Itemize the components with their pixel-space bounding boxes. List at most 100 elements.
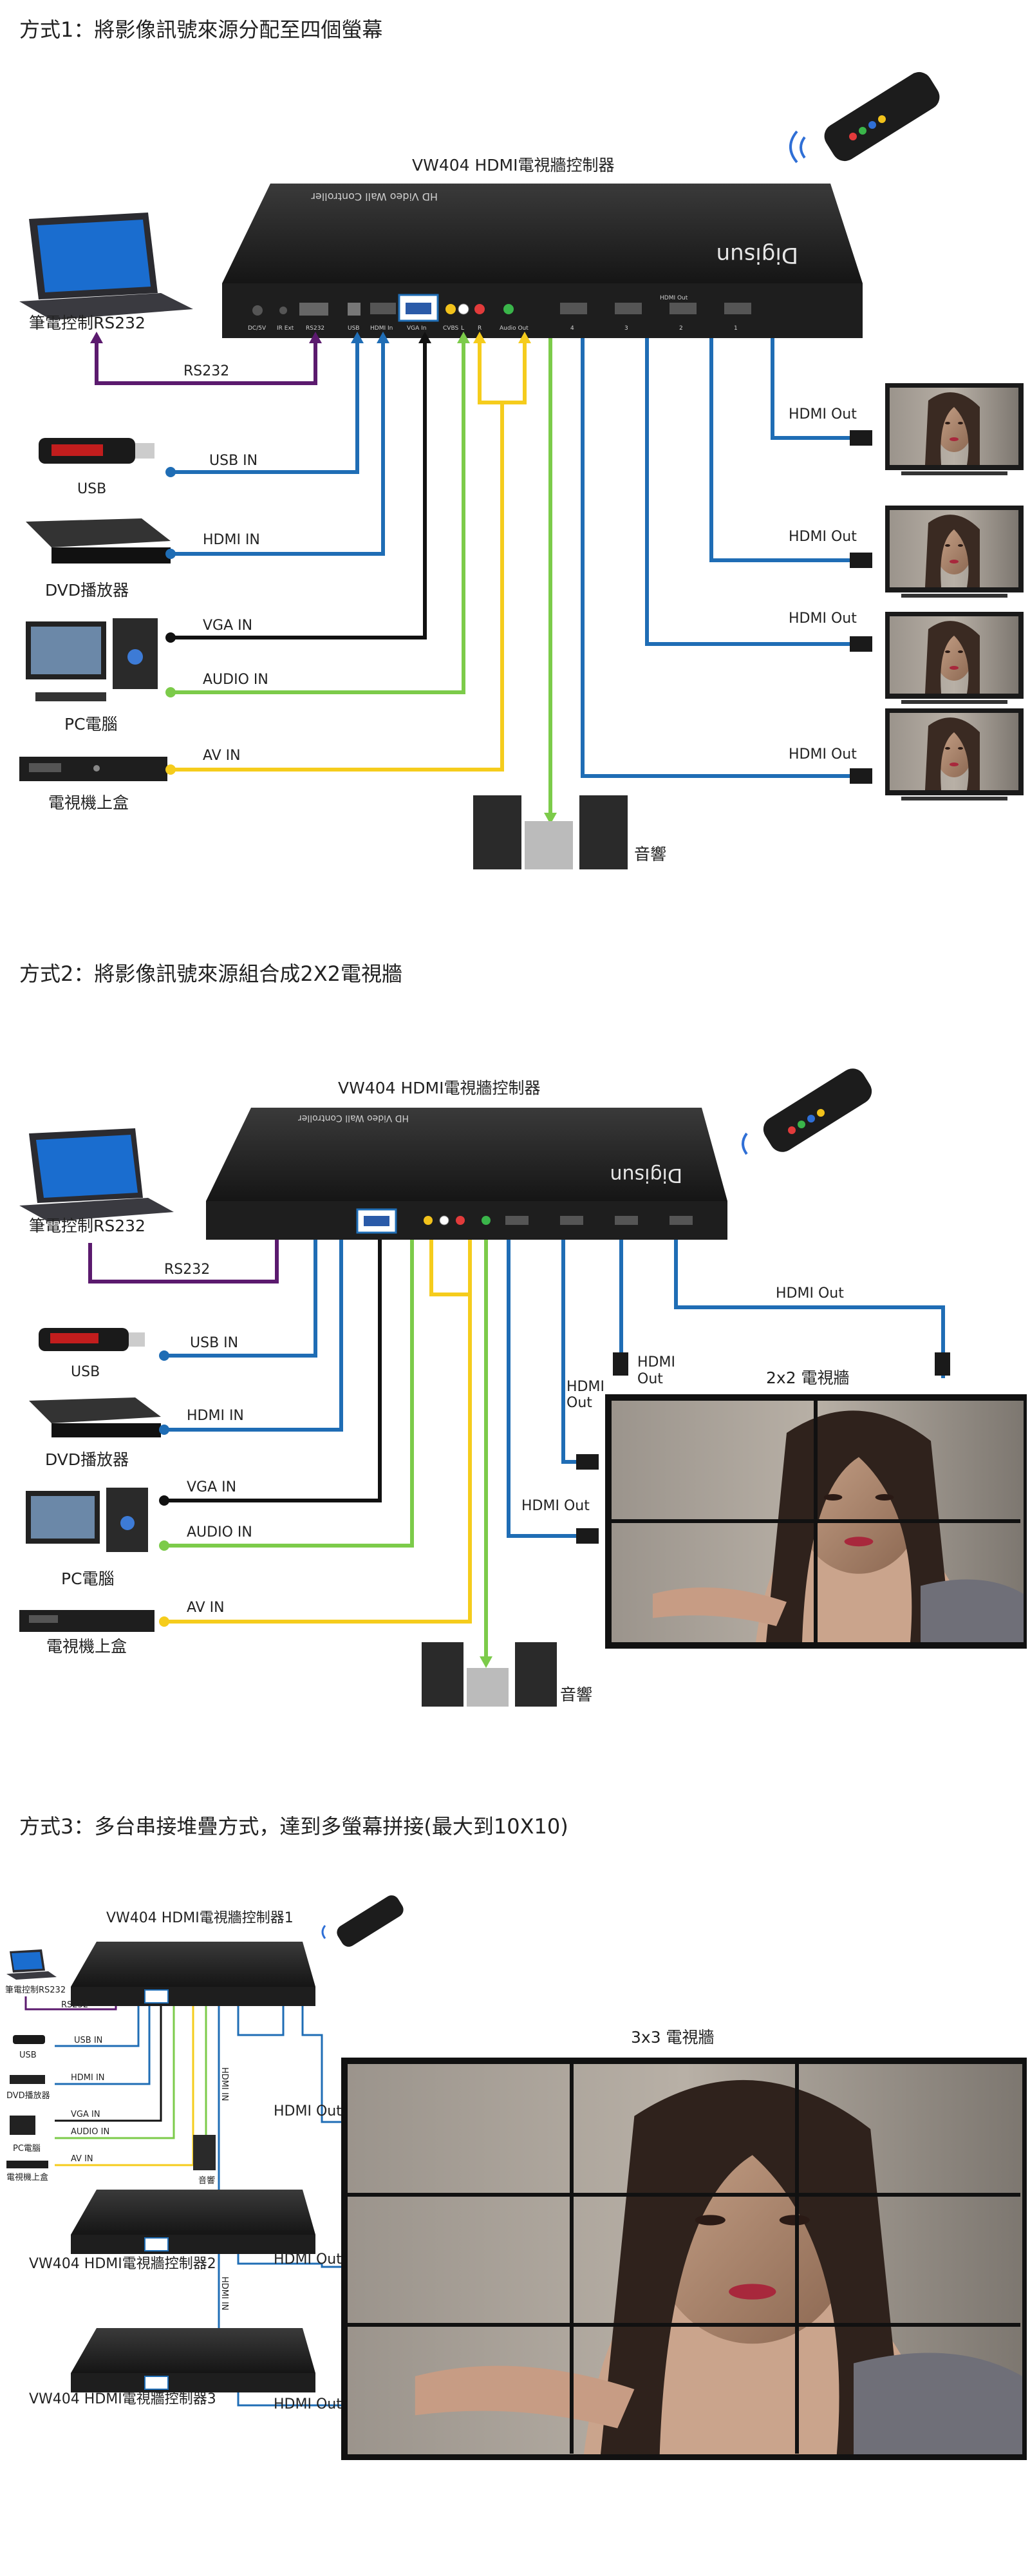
wire-hdmi-in — [171, 338, 385, 556]
s2-wall-label: 2x2 電視牆 — [766, 1368, 850, 1387]
s2-source-stb-label: 電視機上盒 — [46, 1637, 127, 1656]
s3-source-pc-label: PC電腦 — [13, 2144, 41, 2154]
s3-signal-av: AV IN — [71, 2154, 93, 2164]
vw404-controller-device-2: HD Video Wall Controller Digisun — [206, 1108, 727, 1240]
usb-stick-icon — [39, 438, 154, 464]
hdmi-out-label-1: HDMI Out — [789, 406, 857, 422]
s2-hdmi-out-label-3b: Out — [566, 1395, 592, 1411]
s2-source-usb-label: USB — [71, 1364, 100, 1380]
usb-stick-icon-2 — [39, 1328, 145, 1351]
hdmi-out-label-3: HDMI Out — [789, 611, 857, 627]
s2-source-pc-label: PC電腦 — [61, 1569, 115, 1588]
port-label-out3: 3 — [624, 325, 628, 332]
signal-vga-label: VGA IN — [203, 618, 252, 634]
s2-wire-hdmi-in — [164, 1240, 343, 1432]
port-label-hdmi-out: HDMI Out — [660, 295, 688, 301]
signal-rs232-label: RS232 — [183, 363, 229, 379]
remote-control-icon-3 — [321, 1895, 404, 1947]
s3-source-stb-label: 電視機上盒 — [6, 2172, 48, 2183]
s2-wire-out-1 — [674, 1240, 945, 1378]
s2-hdmi-out-label-1: HDMI Out — [776, 1285, 844, 1302]
video-wall-2x2 — [605, 1394, 1027, 1649]
s3-wire-out-2 — [237, 2254, 341, 2268]
vw404-controller-device-3b — [71, 2190, 315, 2254]
port-label-out1: 1 — [734, 325, 738, 332]
remote-control-icon — [789, 71, 940, 164]
s2-hdmi-out-label-2b: Out — [637, 1371, 663, 1387]
port-label-out4: 4 — [570, 325, 574, 332]
wire-av — [171, 338, 527, 772]
s3-pc-icon — [10, 2116, 35, 2135]
s2-signal-hdmi-in-label: HDMI IN — [187, 1408, 244, 1424]
wire-out-4 — [581, 338, 863, 778]
s3-wire-usb — [55, 2006, 140, 2047]
port-label-out2: 2 — [679, 325, 683, 332]
speaker-system-icon-2 — [422, 1642, 557, 1707]
tv-monitor-1 — [885, 383, 1024, 475]
wire-audio — [171, 338, 465, 694]
signal-hdmi-in-label: HDMI IN — [203, 532, 260, 548]
port-label-usb: USB — [348, 325, 359, 332]
s2-signal-rs232-label: RS232 — [164, 1262, 210, 1278]
s3-wire-audio — [55, 2006, 175, 2139]
port-label-vga-in: VGA In — [407, 325, 427, 332]
port-label-cvbs: CVBS — [443, 325, 458, 332]
s3-signal-vga: VGA IN — [71, 2110, 100, 2119]
laptop-icon — [19, 213, 193, 320]
brand-logo: Digisun — [716, 242, 798, 268]
s3-source-usb-label: USB — [19, 2050, 37, 2060]
port-label-l: L — [461, 325, 464, 332]
port-label-irext: IR Ext — [277, 325, 294, 332]
s2-wire-out-4 — [507, 1240, 595, 1538]
source-pc-label: PC電腦 — [64, 715, 118, 734]
s2-hdmi-out-label-3a: HDMI — [566, 1379, 604, 1395]
s2-source-dvd-label: DVD播放器 — [45, 1450, 129, 1469]
s2-signal-usb-label: USB IN — [190, 1335, 238, 1351]
s3-signal-audio: AUDIO IN — [71, 2127, 109, 2137]
s3-wire-rs232 — [24, 1996, 117, 2011]
s3-hdmi-in-label-1: HDMI IN — [220, 2067, 229, 2101]
s3-source-dvd-label: DVD播放器 — [6, 2091, 50, 2101]
port-label-dc5v: DC/5V — [248, 325, 267, 332]
s3-wire-hdmi-in — [55, 2006, 151, 2085]
s2-signal-vga-label: VGA IN — [187, 1479, 236, 1495]
section1-controller-label: VW404 HDMI電視牆控制器 — [412, 156, 614, 175]
tv-monitor-3 — [885, 612, 1024, 704]
vw404-controller-device: HD Video Wall Controller Digisun DC/5V I… — [222, 184, 863, 338]
dvd-player-icon-2 — [29, 1397, 161, 1437]
s3-controller-1-label: VW404 HDMI電視牆控制器1 — [106, 1910, 294, 1926]
s3-wire-vga — [55, 2006, 162, 2122]
brand-logo-2: Digisun — [610, 1164, 682, 1186]
set-top-box-icon-2 — [19, 1610, 154, 1632]
pc-computer-icon — [26, 618, 158, 701]
pc-computer-icon-2 — [26, 1488, 148, 1552]
s3-hdmi-out-label-3: HDMI Out — [274, 2396, 342, 2412]
s2-speaker-label: 音響 — [560, 1685, 592, 1704]
s2-signal-audio-label: AUDIO IN — [187, 1524, 252, 1540]
port-label-audio-out: Audio Out — [500, 325, 529, 332]
tv-monitor-2 — [885, 506, 1024, 598]
section2-controller-label: VW404 HDMI電視牆控制器 — [338, 1079, 540, 1097]
wire-out-1 — [771, 338, 863, 440]
s3-hdmi-out-label-2: HDMI Out — [274, 2251, 342, 2268]
hdmi-out-label-4: HDMI Out — [789, 746, 857, 762]
s2-wire-vga — [164, 1240, 382, 1502]
s3-controller-2-label: VW404 HDMI電視牆控制器2 — [29, 2256, 216, 2272]
section3-title: 方式3：多台串接堆疊方式，達到多螢幕拼接(最大到10X10) — [19, 1814, 568, 1839]
s3-source-laptop-label: 筆電控制RS232 — [5, 1985, 66, 1995]
section1-title: 方式1：將影像訊號來源分配至四個螢幕 — [19, 17, 382, 42]
set-top-box-icon — [19, 757, 167, 781]
s3-hdmi-in-label-2: HDMI IN — [220, 2277, 229, 2311]
port-label-hdmi-in: HDMI In — [370, 325, 393, 332]
dvd-player-icon — [26, 518, 171, 564]
s3-signal-hdmi-in: HDMI IN — [71, 2073, 105, 2083]
s2-wire-rs232 — [88, 1240, 279, 1283]
device-text-2: HD Video Wall Controller — [298, 1113, 409, 1123]
s3-dvd-icon — [10, 2075, 45, 2084]
s3-wire-out-1 — [237, 2006, 341, 2123]
wire-rs232 — [95, 338, 317, 385]
video-wall-3x3 — [341, 2058, 1027, 2460]
s3-signal-usb: USB IN — [74, 2036, 102, 2045]
wire-out-2 — [709, 338, 863, 562]
